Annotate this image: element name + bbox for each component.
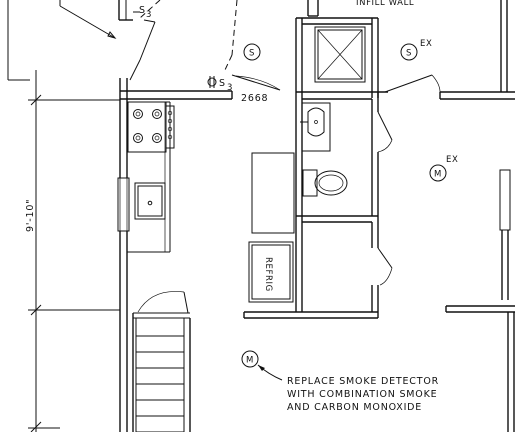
bedroom-walls bbox=[377, 0, 515, 432]
dimension-line: 9'-10" bbox=[25, 70, 120, 432]
note-line-2: WITH COMBINATION SMOKE bbox=[287, 389, 437, 400]
kitchen-island bbox=[251, 152, 295, 234]
svg-text:M: M bbox=[434, 170, 442, 180]
svg-text:M: M bbox=[246, 356, 254, 366]
dimension-label: 9'-10" bbox=[25, 199, 36, 232]
svg-text:S: S bbox=[139, 5, 146, 16]
kitchen-top-wall bbox=[120, 74, 281, 100]
door-size-label: 2668 bbox=[241, 93, 268, 104]
svg-text:EX: EX bbox=[446, 155, 458, 165]
kitchen-sink bbox=[134, 182, 166, 220]
combo-detector-bedroom: M EX bbox=[429, 155, 458, 182]
smoke-detector-bedroom: S EX bbox=[400, 39, 432, 61]
svg-text:S: S bbox=[249, 49, 255, 59]
note-line-1: REPLACE SMOKE DETECTOR bbox=[287, 376, 439, 387]
note-line-3: AND CARBON MONOXIDE bbox=[287, 402, 422, 413]
three-way-switch-upper: S 3 bbox=[139, 5, 152, 20]
refrigerator: REFRIG bbox=[248, 241, 294, 303]
detector-note: REPLACE SMOKE DETECTOR WITH COMBINATION … bbox=[287, 376, 439, 413]
svg-text:3: 3 bbox=[227, 83, 233, 93]
upper-left-hall bbox=[7, 0, 238, 81]
kitchen-counter bbox=[127, 101, 171, 253]
kitchen-bottom-wall bbox=[243, 311, 378, 319]
svg-text:S: S bbox=[219, 78, 226, 89]
svg-text:S: S bbox=[406, 49, 412, 59]
svg-text:3: 3 bbox=[146, 10, 152, 20]
bathroom-walls bbox=[295, 17, 393, 318]
cooktop bbox=[127, 101, 175, 153]
stairs bbox=[132, 291, 191, 432]
smoke-detector-hall: S bbox=[243, 43, 261, 61]
combo-detector-new: M bbox=[241, 350, 259, 368]
three-way-switch-lower: S 3 bbox=[207, 76, 233, 93]
infill-wall-label: INFILL WALL bbox=[356, 0, 414, 8]
svg-text:EX: EX bbox=[420, 39, 432, 49]
refrigerator-label: REFRIG bbox=[263, 257, 273, 292]
kitchen-left-wall bbox=[117, 78, 130, 432]
